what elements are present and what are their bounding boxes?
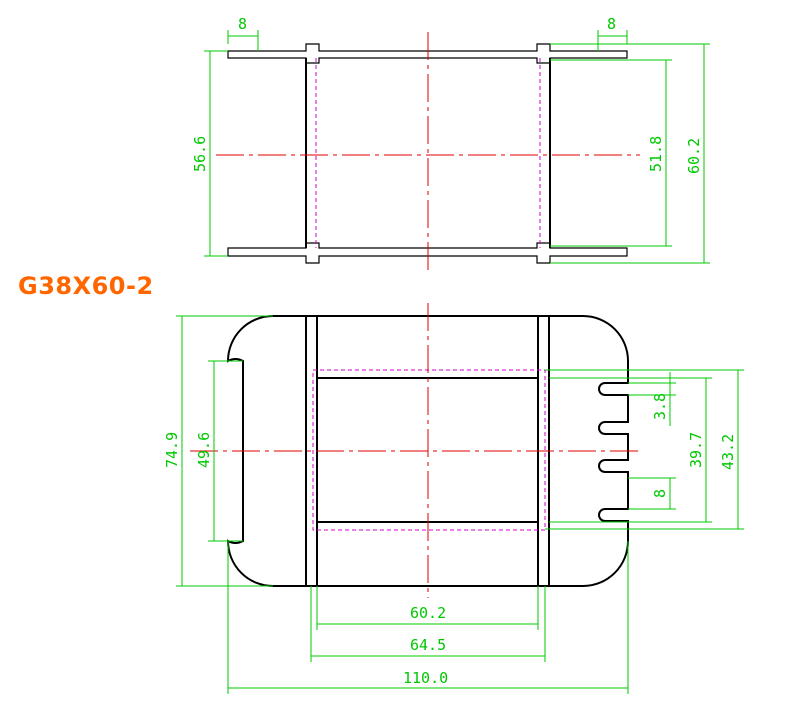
part-label: G38X60-2 (18, 272, 154, 300)
dim-flange-left: 8 (227, 15, 259, 51)
dim-pin-total-span-text: 43.2 (719, 434, 737, 470)
dim-top-inner-height: 51.8 (550, 59, 672, 247)
dim-top-overall-height: 60.2 (550, 43, 710, 264)
dim-top-overall-height-text: 60.2 (685, 138, 703, 174)
dim-top-height-left-text: 56.6 (191, 136, 209, 172)
top-view-lower-flange (227, 242, 628, 264)
dim-outer-width: 64.5 (310, 586, 546, 662)
dim-front-slot-height: 49.6 (195, 360, 243, 542)
dim-pin-width-text: 3.8 (651, 393, 669, 420)
dim-total-width: 110.0 (227, 541, 629, 694)
dim-pin-pitch: 8 (628, 477, 676, 510)
dim-inner-width-text: 60.2 (410, 604, 446, 622)
dim-flange-left-text: 8 (238, 15, 247, 33)
dim-flange-right-text: 8 (607, 15, 616, 33)
dim-top-inner-height-text: 51.8 (647, 136, 665, 172)
dim-inner-width: 60.2 (316, 586, 539, 630)
dim-pin-total-span: 43.2 (545, 369, 744, 530)
dim-top-height-left: 56.6 (191, 50, 228, 257)
dim-front-total-height-text: 74.9 (163, 432, 181, 468)
dim-outer-width-text: 64.5 (410, 636, 446, 654)
front-view-hidden-rect (312, 369, 546, 531)
top-view: 8 8 56.6 51.8 60.2 (191, 15, 710, 272)
top-view-upper-flange (227, 43, 628, 64)
dim-pin-pitch-text: 8 (651, 489, 669, 498)
dim-total-width-text: 110.0 (403, 669, 448, 687)
dim-pin-width: 3.8 (628, 372, 676, 426)
dim-pin-span: 39.7 (549, 377, 712, 523)
dim-pin-span-text: 39.7 (687, 432, 705, 468)
front-view: 74.9 49.6 3.8 8 39.7 (163, 303, 744, 694)
dim-front-total-height: 74.9 (163, 315, 273, 587)
dim-flange-right: 8 (597, 15, 628, 51)
dim-front-slot-height-text: 49.6 (195, 432, 213, 468)
